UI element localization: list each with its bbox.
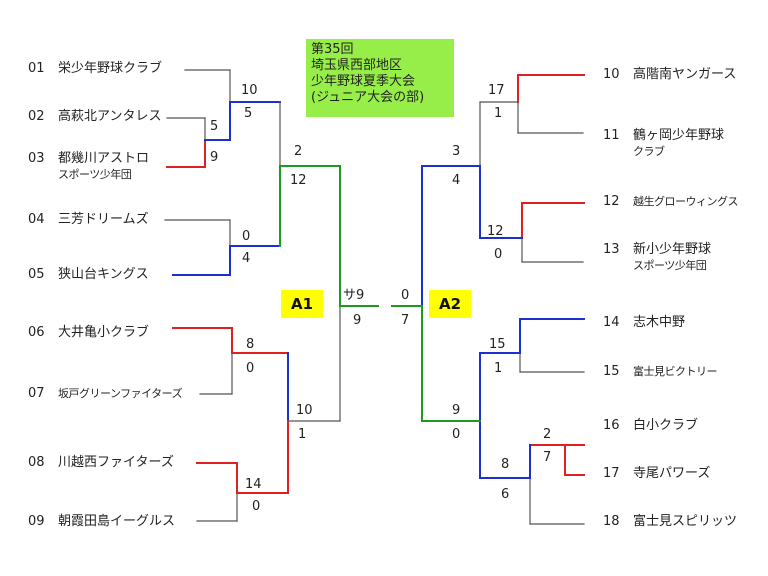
team-entry: 04 三芳ドリームズ — [28, 212, 149, 228]
team-name: 白小クラブ — [633, 418, 699, 433]
score: 7 — [543, 450, 552, 465]
team-name: 高階南ヤンガース — [633, 67, 737, 82]
team-number: 15 — [603, 364, 620, 379]
score: 8 — [501, 457, 510, 472]
team-name: 新小少年野球 — [633, 242, 712, 257]
score: 2 — [294, 144, 303, 159]
block-label-right: A2 — [429, 290, 471, 318]
score: 0 — [242, 229, 251, 244]
title-line: 第35回 — [311, 42, 354, 57]
team-subname: クラブ — [633, 145, 665, 158]
score: 0 — [246, 361, 255, 376]
team-entry: 02 高萩北アンタレス — [28, 109, 161, 125]
team-name: 坂戸グリーンファイターズ — [58, 387, 183, 400]
team-number: 04 — [28, 212, 45, 227]
tournament-title: 第35回 埼玉県西部地区 少年野球夏季大会 (ジュニア大会の部) — [306, 39, 454, 117]
score: 4 — [452, 173, 461, 188]
score: 0 — [494, 247, 503, 262]
team-number: 05 — [28, 267, 45, 282]
team-number: 18 — [603, 514, 620, 529]
team-number: 12 — [603, 194, 620, 209]
team-entry: 13 新小少年野球 スポーツ少年団 — [603, 242, 711, 274]
team-name: 鶴ヶ岡少年野球 — [633, 128, 725, 143]
team-entry: 09 朝霞田島イーグルス — [28, 514, 175, 530]
team-name: 富士見スピリッツ — [633, 514, 738, 529]
score: 0 — [252, 499, 261, 514]
team-number: 11 — [603, 128, 620, 143]
team-name: 寺尾パワーズ — [633, 466, 711, 481]
score: 1 — [494, 106, 503, 121]
score: 5 — [244, 106, 253, 121]
team-entry: 17 寺尾パワーズ — [603, 466, 710, 482]
team-entry: 11 鶴ヶ岡少年野球 クラブ — [603, 128, 724, 160]
score: 9 — [353, 313, 362, 328]
team-number: 02 — [28, 109, 45, 124]
score: 6 — [501, 487, 510, 502]
score: 3 — [452, 144, 461, 159]
team-number: 13 — [603, 242, 620, 257]
team-entry: 16 白小クラブ — [603, 418, 698, 434]
score: 15 — [489, 337, 506, 352]
title-line: (ジュニア大会の部) — [311, 90, 425, 105]
team-entry: 01 栄少年野球クラブ — [28, 61, 162, 77]
score: 2 — [543, 427, 552, 442]
team-entry: 05 狭山台キングス — [28, 267, 149, 283]
score: 1 — [298, 427, 307, 442]
team-entry: 06 大井亀小クラブ — [28, 325, 149, 341]
team-entry: 07 坂戸グリーンファイターズ — [28, 386, 183, 402]
team-name: 大井亀小クラブ — [58, 325, 150, 340]
score: 1 — [494, 361, 503, 376]
score: 17 — [488, 83, 505, 98]
team-subname: スポーツ少年団 — [633, 259, 707, 272]
team-name: 狭山台キングス — [58, 267, 149, 282]
score: 9 — [210, 150, 219, 165]
team-name: 高萩北アンタレス — [58, 109, 162, 124]
team-name: 越生グローウィングス — [633, 195, 739, 208]
team-name: 志木中野 — [633, 315, 686, 330]
team-name: 三芳ドリームズ — [58, 212, 149, 227]
score: 10 — [296, 403, 313, 418]
score: 8 — [246, 337, 255, 352]
score: 0 — [401, 288, 410, 303]
team-number: 07 — [28, 386, 45, 401]
team-entry: 10 高階南ヤンガース — [603, 67, 736, 83]
team-name: 川越西ファイターズ — [58, 455, 174, 470]
title-line: 少年野球夏季大会 — [311, 74, 416, 89]
score: 4 — [242, 251, 251, 266]
team-number: 10 — [603, 67, 620, 82]
team-number: 16 — [603, 418, 620, 433]
score: 10 — [241, 83, 258, 98]
team-entry: 03 都幾川アストロ スポーツ少年団 — [28, 151, 149, 183]
team-name: 朝霞田島イーグルス — [58, 514, 176, 529]
block-label-left: A1 — [281, 290, 323, 318]
score: 12 — [487, 224, 504, 239]
score: 12 — [290, 173, 307, 188]
team-number: 01 — [28, 61, 45, 76]
team-subname: スポーツ少年団 — [58, 168, 132, 181]
team-entry: 08 川越西ファイターズ — [28, 455, 174, 471]
title-line: 埼玉県西部地区 — [311, 58, 403, 73]
team-name: 栄少年野球クラブ — [58, 61, 163, 76]
team-entry: 14 志木中野 — [603, 315, 685, 331]
team-number: 08 — [28, 455, 45, 470]
team-entry: 12 越生グローウィングス — [603, 194, 739, 210]
score: 14 — [245, 477, 262, 492]
score: 9 — [452, 403, 461, 418]
score: 0 — [452, 427, 461, 442]
team-number: 09 — [28, 514, 45, 529]
team-number: 06 — [28, 325, 45, 340]
score: 5 — [210, 119, 219, 134]
score: サ9 — [343, 288, 365, 303]
team-entry: 18 富士見スピリッツ — [603, 514, 737, 530]
team-entry: 15 富士見ビクトリー — [603, 364, 718, 380]
team-name: 都幾川アストロ — [58, 151, 150, 166]
team-number: 17 — [603, 466, 620, 481]
team-number: 03 — [28, 151, 45, 166]
team-number: 14 — [603, 315, 620, 330]
score: 7 — [401, 313, 410, 328]
team-name: 富士見ビクトリー — [633, 365, 718, 378]
